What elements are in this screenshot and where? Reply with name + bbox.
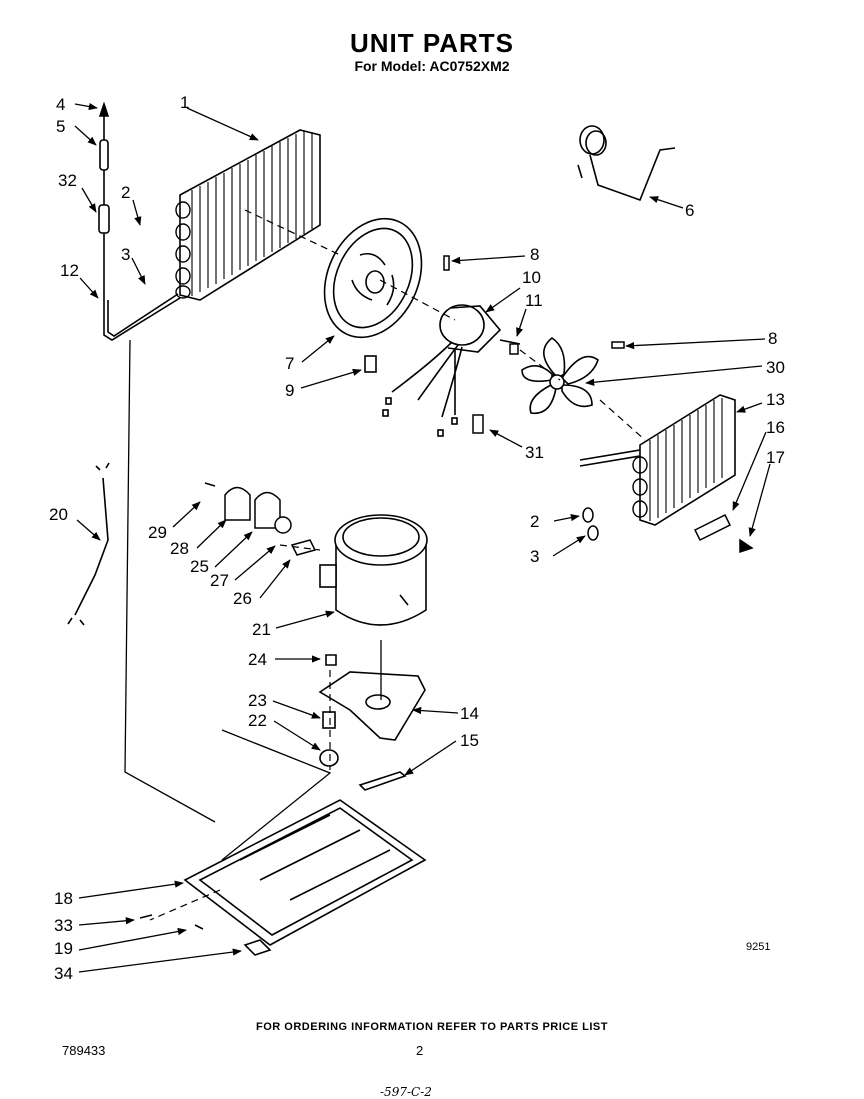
handwritten-note: -597-C-2 [380, 1085, 432, 1099]
callout-15: 15 [460, 731, 479, 750]
callout-17: 17 [766, 448, 785, 467]
callout-5: 5 [56, 117, 65, 136]
small-parts-right [443, 255, 754, 554]
callout-32: 32 [58, 171, 77, 190]
callout-labels: 1 2 3 4 5 6 7 8 9 10 11 12 13 14 15 16 1… [49, 93, 785, 983]
callout-33: 33 [54, 916, 73, 935]
ordering-note: FOR ORDERING INFORMATION REFER TO PARTS … [256, 1021, 608, 1033]
callout-31: 31 [525, 443, 544, 462]
callout-34: 34 [54, 964, 73, 983]
fan-blade [521, 337, 599, 415]
callout-29: 29 [148, 523, 167, 542]
leader-arrows [74, 102, 771, 973]
condenser-coil [175, 129, 321, 301]
callout-19: 19 [54, 939, 73, 958]
fan-motor [382, 304, 521, 437]
wire-harness [67, 462, 110, 626]
callout-26: 26 [233, 589, 252, 608]
compressor [319, 514, 428, 626]
page-title: UNIT PARTS [349, 28, 515, 58]
callout-12: 12 [60, 261, 79, 280]
callout-30: 30 [766, 358, 785, 377]
callout-4: 4 [56, 95, 65, 114]
callout-22: 22 [248, 711, 267, 730]
callout-23: 23 [248, 691, 267, 710]
callout-11: 11 [525, 291, 543, 310]
callout-27: 27 [210, 571, 229, 590]
callout-3: 3 [121, 245, 130, 264]
callout-13: 13 [766, 390, 785, 409]
evaporator-coil [579, 394, 736, 526]
callout-16: 16 [766, 418, 785, 437]
relation-lines [149, 209, 646, 921]
callout-20: 20 [49, 505, 68, 524]
callout-21: 21 [252, 620, 271, 639]
callout-1: 1 [180, 93, 189, 112]
callout-10: 10 [522, 268, 541, 287]
callout-9: 9 [285, 381, 294, 400]
callout-18: 18 [54, 889, 73, 908]
document-number: 789433 [62, 1043, 106, 1058]
drawing-code: 9251 [746, 941, 771, 953]
overload-relay-parts [204, 482, 317, 556]
callout-14: 14 [460, 704, 479, 723]
page-number: 2 [416, 1043, 424, 1058]
fan-shroud [323, 217, 423, 373]
base-pan [139, 799, 427, 956]
callout-8a: 8 [530, 245, 539, 264]
model-subtitle: For Model: AC0752XM2 [354, 58, 510, 74]
capillary-tube-assembly [98, 101, 181, 341]
callout-7: 7 [285, 354, 294, 373]
callout-24: 24 [248, 650, 267, 669]
callout-2b: 2 [530, 512, 539, 531]
callout-8b: 8 [768, 329, 777, 348]
solid-relation-lines [124, 339, 382, 861]
callout-3b: 3 [530, 547, 539, 566]
compressor-mount-parts [318, 654, 426, 791]
heater-wire [577, 125, 676, 202]
callout-28: 28 [170, 539, 189, 558]
callout-6: 6 [685, 201, 694, 220]
callout-2: 2 [121, 183, 130, 202]
callout-25: 25 [190, 557, 209, 576]
